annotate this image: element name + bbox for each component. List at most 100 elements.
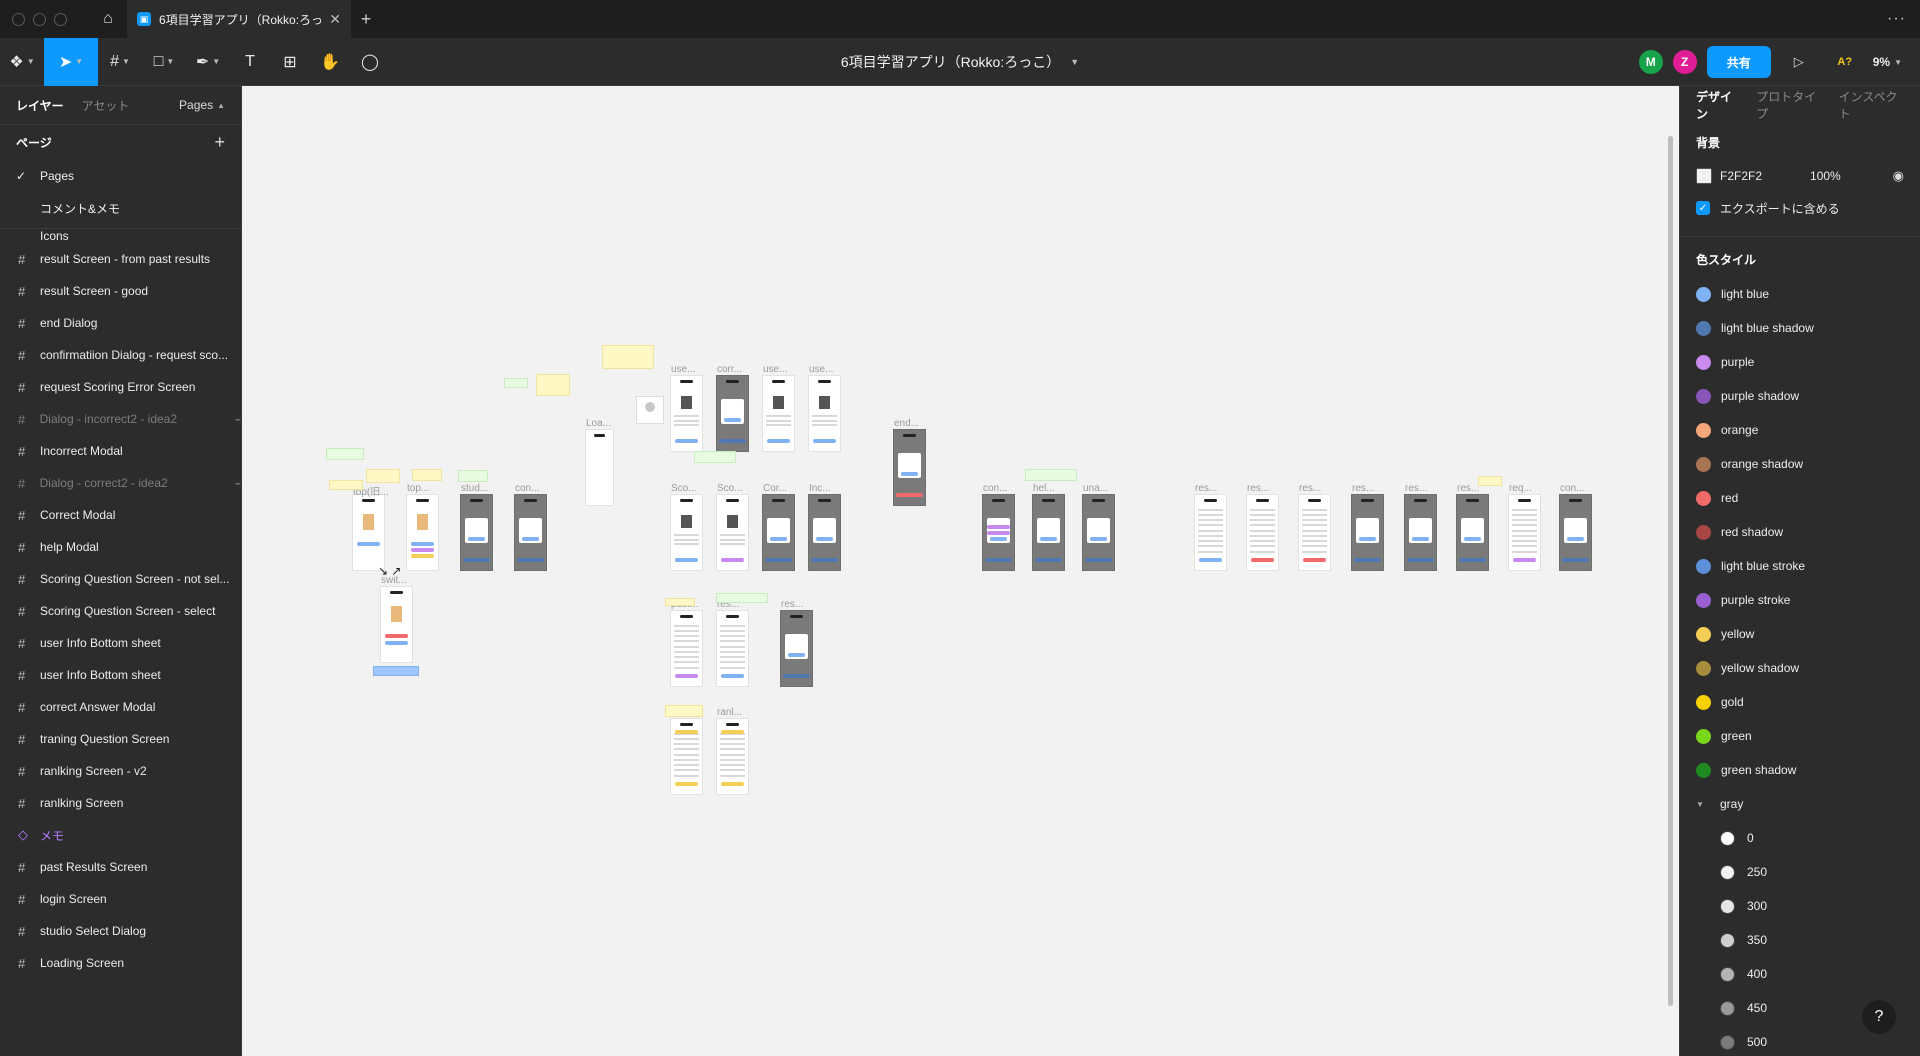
canvas-frame[interactable]: res...: [1456, 483, 1489, 571]
close-tab-icon[interactable]: ✕: [329, 10, 341, 27]
color-style-item[interactable]: green shadow: [1680, 753, 1920, 787]
close-window-button[interactable]: [12, 12, 25, 26]
color-style-item[interactable]: yellow shadow: [1680, 651, 1920, 685]
canvas-frame[interactable]: res...: [780, 599, 813, 687]
color-style-item[interactable]: purple shadow: [1680, 379, 1920, 413]
color-style-item[interactable]: light blue stroke: [1680, 549, 1920, 583]
sticky-note[interactable]: [373, 666, 419, 676]
color-style-item[interactable]: 0: [1680, 821, 1920, 855]
canvas-frame[interactable]: res...: [1194, 483, 1227, 571]
hidden-eye-icon[interactable]: ⌣: [234, 413, 241, 425]
layer-item[interactable]: #correct Answer Modal: [0, 691, 241, 723]
color-style-item[interactable]: purple stroke: [1680, 583, 1920, 617]
color-style-item[interactable]: 400: [1680, 957, 1920, 991]
sticky-note[interactable]: [458, 470, 488, 482]
layer-item[interactable]: ◇メモ: [0, 819, 241, 851]
tab-design[interactable]: デザイン: [1696, 90, 1733, 121]
color-style-item[interactable]: 300: [1680, 889, 1920, 923]
pages-toggle[interactable]: Pages▲: [179, 98, 225, 112]
canvas-frame[interactable]: Sco...: [716, 483, 749, 571]
sticky-note[interactable]: [366, 469, 400, 483]
tab-prototype[interactable]: プロトタイプ: [1756, 90, 1817, 121]
accessibility-check-button[interactable]: A?: [1837, 56, 1853, 68]
layer-item[interactable]: #login Screen: [0, 883, 241, 915]
sticky-note[interactable]: [504, 378, 528, 388]
tab-inspect[interactable]: インスペクト: [1838, 90, 1898, 121]
sticky-note[interactable]: [694, 451, 736, 463]
main-menu-button[interactable]: ❖▼: [0, 38, 44, 86]
layer-item[interactable]: #result Screen - good: [0, 275, 241, 307]
canvas-frame[interactable]: con...: [514, 483, 547, 571]
color-style-item[interactable]: purple: [1680, 345, 1920, 379]
layer-item[interactable]: #Dialog - incorrect2 - idea2⌣: [0, 403, 241, 435]
layer-item[interactable]: #ranlking Screen - v2: [0, 755, 241, 787]
background-fill-row[interactable]: F2F2F2 100% ◉: [1680, 160, 1920, 192]
canvas-frame[interactable]: hel...: [1032, 483, 1065, 571]
canvas-frame[interactable]: Cor...: [762, 483, 795, 571]
layer-item[interactable]: #end Dialog: [0, 307, 241, 339]
tab-layers[interactable]: レイヤー: [16, 98, 64, 113]
color-style-item[interactable]: light blue: [1680, 277, 1920, 311]
layer-item[interactable]: #confirmatiion Dialog - request sco...: [0, 339, 241, 371]
help-button[interactable]: ?: [1862, 1000, 1896, 1034]
style-group-gray[interactable]: ▼ gray: [1680, 787, 1920, 821]
canvas-frame[interactable]: Sco...: [670, 483, 703, 571]
canvas-frame[interactable]: req...: [1508, 483, 1541, 571]
move-tool-button[interactable]: ➤▼: [44, 37, 98, 86]
layer-item[interactable]: #switch Screen: [0, 979, 241, 989]
canvas-frame[interactable]: res...: [1351, 483, 1384, 571]
avatar[interactable]: Z: [1672, 50, 1697, 74]
canvas-frame[interactable]: top...: [406, 483, 439, 571]
export-include-row[interactable]: ✓ エクスポートに含める: [1680, 192, 1920, 224]
color-style-item[interactable]: 350: [1680, 923, 1920, 957]
sticky-note[interactable]: [665, 598, 695, 606]
canvas-frame[interactable]: Loa...: [585, 418, 614, 506]
canvas-vertical-scrollbar[interactable]: [1668, 136, 1673, 1006]
layer-item[interactable]: #result Screen - from past results: [0, 243, 241, 275]
canvas-frame[interactable]: top(旧...: [352, 487, 389, 571]
color-style-item[interactable]: 250: [1680, 855, 1920, 889]
layer-item[interactable]: #request Scoring Error Screen: [0, 371, 241, 403]
present-play-icon[interactable]: ▷: [1793, 54, 1804, 69]
layer-item[interactable]: #Scoring Question Screen - select: [0, 595, 241, 627]
zoom-menu[interactable]: 9%▼: [1873, 55, 1902, 69]
frame-tool-button[interactable]: #▼: [98, 38, 142, 86]
layer-item[interactable]: #user Info Bottom sheet: [0, 659, 241, 691]
layer-item[interactable]: #studio Select Dialog: [0, 915, 241, 947]
sticky-note[interactable]: [665, 705, 703, 717]
canvas-frame[interactable]: ranl...: [670, 707, 703, 795]
layer-item[interactable]: Icons: [0, 229, 241, 243]
canvas-frame[interactable]: res...: [716, 599, 749, 687]
tab-assets[interactable]: アセット: [81, 98, 130, 113]
canvas-frame[interactable]: use...: [670, 364, 703, 452]
color-style-item[interactable]: gold: [1680, 685, 1920, 719]
canvas-frame[interactable]: swit...: [380, 575, 413, 663]
sticky-note[interactable]: [1478, 476, 1502, 486]
hand-tool-button[interactable]: ✋: [310, 38, 350, 86]
page-item[interactable]: コメント&メモ: [0, 192, 241, 224]
color-style-item[interactable]: 450: [1680, 991, 1920, 1025]
layer-item[interactable]: #help Modal: [0, 531, 241, 563]
color-style-item[interactable]: orange shadow: [1680, 447, 1920, 481]
color-style-item[interactable]: 500: [1680, 1025, 1920, 1056]
canvas-frame[interactable]: con...: [982, 483, 1015, 571]
sticky-note[interactable]: [716, 593, 768, 603]
resources-tool-button[interactable]: ⊞: [270, 38, 310, 86]
shape-tool-button[interactable]: □▼: [142, 38, 186, 86]
canvas-frame[interactable]: end...: [893, 418, 926, 506]
sticky-note[interactable]: [1025, 469, 1077, 481]
canvas-frame[interactable]: con...: [1559, 483, 1592, 571]
canvas-frame[interactable]: stud...: [460, 483, 493, 571]
more-menu-icon[interactable]: ···: [1887, 10, 1906, 27]
color-style-item[interactable]: red shadow: [1680, 515, 1920, 549]
canvas-frame[interactable]: res...: [1246, 483, 1279, 571]
chevron-down-icon[interactable]: ▼: [1070, 57, 1080, 67]
hidden-eye-icon[interactable]: ⌣: [234, 477, 241, 489]
canvas-frame[interactable]: res...: [1404, 483, 1437, 571]
canvas-frame[interactable]: use...: [762, 364, 795, 452]
new-tab-button[interactable]: +: [360, 8, 372, 29]
canvas-frame[interactable]: past...: [670, 599, 703, 687]
layer-item[interactable]: #Incorrect Modal: [0, 435, 241, 467]
color-style-item[interactable]: yellow: [1680, 617, 1920, 651]
canvas[interactable]: top(旧... top... stud... con... Loa... use... c…: [242, 86, 1679, 1056]
